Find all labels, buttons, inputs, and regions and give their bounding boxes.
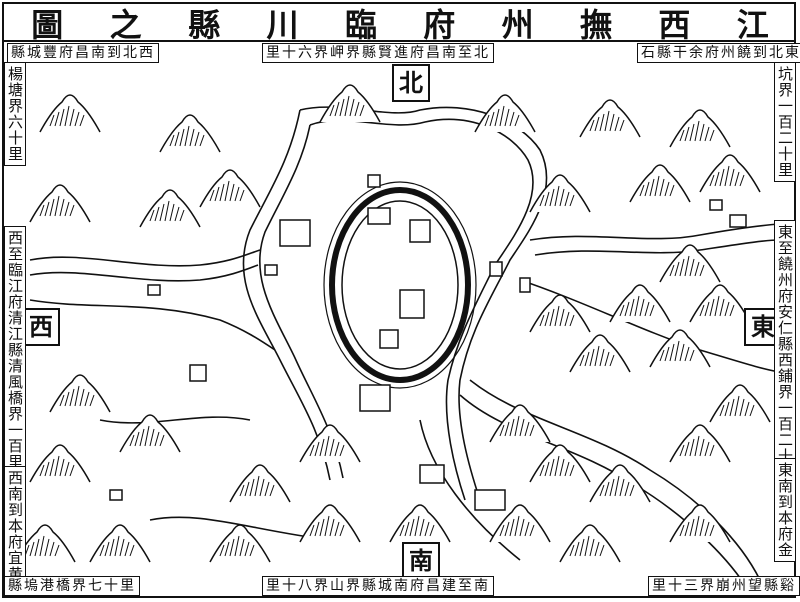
mountain-icon bbox=[589, 464, 651, 503]
compass-west: 西 bbox=[22, 308, 60, 346]
title-char: 縣 bbox=[188, 6, 221, 44]
building-icon bbox=[489, 261, 503, 277]
mountain-icon bbox=[649, 329, 711, 368]
mountain-icon bbox=[159, 114, 221, 153]
label-southwest-bottom: 縣塢港橋界七十里 bbox=[4, 576, 140, 596]
mountain-icon bbox=[29, 184, 91, 223]
building-icon bbox=[147, 284, 161, 296]
mountain-icon bbox=[489, 504, 551, 543]
label-west: 西至臨江府清江縣清風橋界一百里 bbox=[4, 226, 26, 474]
building-icon bbox=[419, 464, 445, 484]
title-char: 西 bbox=[658, 6, 691, 44]
mountain-icon bbox=[689, 284, 751, 323]
mountain-icon bbox=[209, 524, 271, 563]
title-char: 江 bbox=[736, 6, 769, 44]
building-icon bbox=[709, 199, 723, 211]
compass-south: 南 bbox=[402, 542, 440, 580]
title-divider bbox=[4, 40, 796, 42]
mountain-icon bbox=[29, 444, 91, 483]
title-char: 圖 bbox=[31, 6, 64, 44]
river bbox=[29, 299, 276, 351]
mountain-icon bbox=[669, 109, 731, 148]
label-northwest: 西北到南昌府豐城縣 bbox=[7, 43, 159, 63]
mountain-icon bbox=[709, 384, 771, 423]
building-icon bbox=[189, 364, 207, 382]
mountain-icon bbox=[474, 94, 536, 133]
mountain-icon bbox=[629, 164, 691, 203]
label-northeast-side: 坑界一百二十里 bbox=[774, 62, 796, 182]
mountain-icon bbox=[579, 99, 641, 138]
title-char: 州 bbox=[501, 6, 534, 44]
title-char: 府 bbox=[423, 6, 456, 44]
building-icon bbox=[279, 219, 311, 247]
river bbox=[99, 416, 251, 424]
label-southeast-side: 東南到本府金 bbox=[774, 458, 796, 562]
label-northwest-side: 楊塘界六十里 bbox=[4, 62, 26, 166]
title-char: 川 bbox=[266, 6, 299, 44]
building-icon bbox=[729, 214, 747, 228]
compass-north: 北 bbox=[392, 64, 430, 102]
river bbox=[242, 109, 331, 481]
mountain-icon bbox=[229, 464, 291, 503]
building-icon bbox=[359, 384, 391, 412]
river bbox=[29, 249, 261, 267]
building-icon bbox=[264, 264, 278, 276]
mountain-icon bbox=[559, 524, 621, 563]
mountain-icon bbox=[299, 424, 361, 463]
mountain-icon bbox=[89, 524, 151, 563]
river bbox=[534, 239, 781, 256]
label-southeast-bottom: 谿縣望州崩界三十里 bbox=[648, 576, 800, 596]
building-icon bbox=[367, 207, 391, 225]
mountain-icon bbox=[119, 414, 181, 453]
mountain-icon bbox=[489, 404, 551, 443]
building-icon bbox=[379, 329, 399, 349]
building-icon bbox=[519, 277, 531, 293]
label-northeast: 東北到饒州府余干縣石 bbox=[637, 43, 800, 63]
mountain-icon bbox=[529, 444, 591, 483]
label-north: 北至南昌府進賢縣界岬界六十里 bbox=[262, 43, 494, 63]
building-icon bbox=[367, 174, 381, 188]
river bbox=[29, 264, 259, 282]
mountain-icon bbox=[49, 374, 111, 413]
mountain-icon bbox=[669, 424, 731, 463]
river bbox=[259, 124, 344, 479]
river bbox=[309, 118, 534, 501]
building-icon bbox=[474, 489, 506, 511]
mountain-icon bbox=[529, 174, 591, 213]
river bbox=[419, 419, 521, 561]
city-wall bbox=[323, 181, 477, 389]
mountain-icon bbox=[669, 504, 731, 543]
mountain-icon bbox=[659, 244, 721, 283]
mountain-icon bbox=[699, 154, 761, 193]
mountains bbox=[14, 84, 771, 563]
building-icon bbox=[409, 219, 431, 243]
mountain-icon bbox=[319, 84, 381, 123]
mountain-icon bbox=[14, 524, 76, 563]
mountain-icon bbox=[139, 189, 201, 228]
buildings bbox=[109, 174, 747, 511]
mountain-icon bbox=[389, 504, 451, 543]
label-southwest-side: 西南到本府宜黄 bbox=[4, 466, 26, 586]
mountain-icon bbox=[529, 294, 591, 333]
title-char: 撫 bbox=[580, 6, 613, 44]
mountain-icon bbox=[39, 94, 101, 133]
river bbox=[529, 223, 781, 241]
mountain-icon bbox=[569, 334, 631, 373]
building-icon bbox=[109, 489, 123, 501]
label-east: 東至饒州府安仁縣西鋪界一百二十里 bbox=[774, 220, 796, 484]
label-south: 南至建昌府南城縣界山界八十里 bbox=[262, 576, 494, 596]
mountain-icon bbox=[609, 284, 671, 323]
title-char: 臨 bbox=[344, 6, 377, 44]
mountain-icon bbox=[299, 504, 361, 543]
map-title: 江西撫州府臨川縣之圖 bbox=[8, 4, 792, 44]
mountain-icon bbox=[199, 169, 261, 208]
title-char: 之 bbox=[109, 6, 142, 44]
building-icon bbox=[399, 289, 425, 319]
